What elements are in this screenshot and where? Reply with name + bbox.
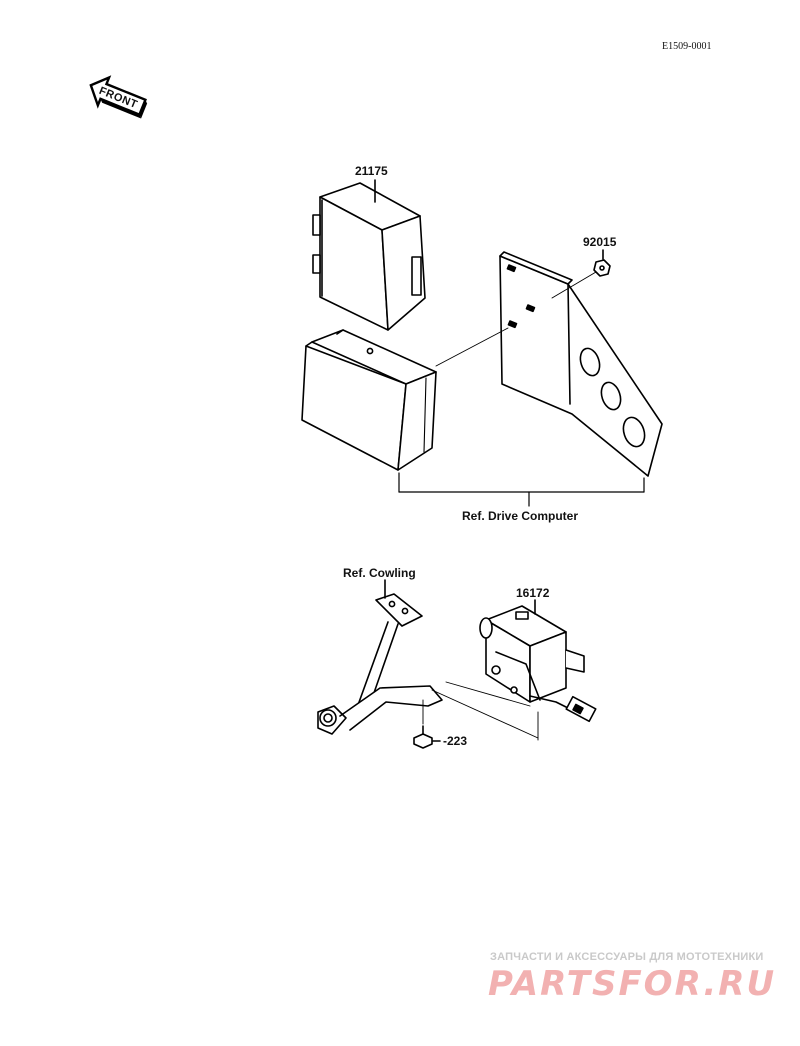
ref-drive-computer-label: Ref. Drive Computer <box>462 509 579 523</box>
drive-computer-unit-shape <box>312 182 426 331</box>
ref-cowling-label: Ref. Cowling <box>343 566 416 580</box>
part-number-21175: 21175 <box>355 164 388 178</box>
nut-92015-shape <box>593 259 611 277</box>
bolt-223-shape <box>413 725 441 749</box>
cowling-stay-shape <box>317 593 443 735</box>
part-number-223: -223 <box>443 734 468 748</box>
part-number-92015: 92015 <box>583 235 617 249</box>
front-arrow-icon: FRONT <box>84 70 150 126</box>
watermark-brand: PARTSFOR.RU <box>488 964 777 1004</box>
drive-computer-housing-shape <box>301 329 437 471</box>
actuator-16172-shape <box>479 605 597 723</box>
watermark-tagline: ЗАПЧАСТИ И АКСЕССУАРЫ ДЛЯ МОТОТЕХНИКИ <box>490 951 764 963</box>
mounting-bracket-shape <box>499 251 663 477</box>
part-number-16172: 16172 <box>516 586 550 600</box>
diagram-code: E1509-0001 <box>662 41 712 52</box>
